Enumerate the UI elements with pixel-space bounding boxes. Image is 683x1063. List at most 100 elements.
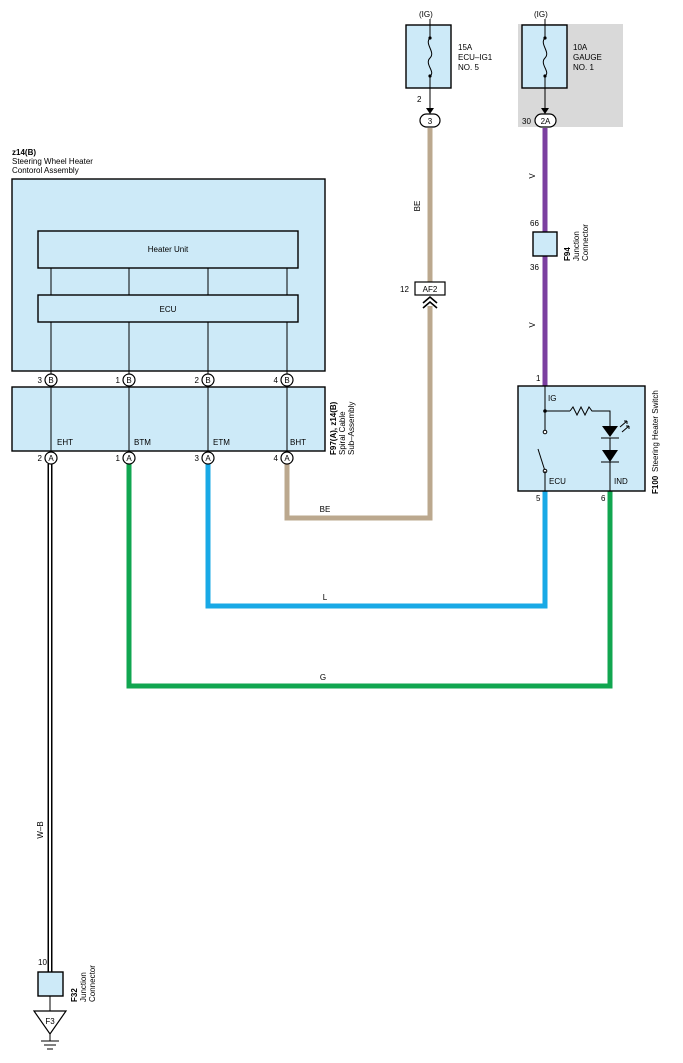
wire-g xyxy=(126,464,613,689)
switch-term-ig: IG xyxy=(548,394,556,403)
heater-pin-4: 4 B xyxy=(274,373,294,387)
fuse-gauge-connector: 2A xyxy=(541,117,551,126)
fuse-gauge-power: (IG) xyxy=(534,10,548,19)
inline-connector-pin: 12 xyxy=(400,285,409,294)
wire-label-v-top: V xyxy=(528,173,537,179)
fuse-ecu-ig1-name: ECU–IG1 xyxy=(458,53,493,62)
inline-connector-chevron-icon xyxy=(422,295,438,309)
fuse-ecu-ig1-icon xyxy=(427,37,433,77)
wire-label-v-bottom: V xyxy=(528,322,537,328)
heater-assembly-code: z14(B) xyxy=(12,148,36,157)
wire-label-be-top: BE xyxy=(413,201,422,212)
junction-f94-name-1: Junction xyxy=(572,231,581,261)
svg-text:4: 4 xyxy=(274,376,279,385)
fuse-ecu-ig1-no: NO. 5 xyxy=(458,63,479,72)
resistor-icon xyxy=(569,405,611,426)
fuse-ecu-ig1-power: (IG) xyxy=(419,10,433,19)
ground-icon xyxy=(41,1040,59,1050)
spiral-pin-1: 2 A xyxy=(38,451,58,465)
svg-text:B: B xyxy=(126,376,131,385)
heater-assembly-body xyxy=(11,178,326,372)
junction-f32-code: F32 xyxy=(70,988,79,1002)
spiral-pin-3: 3 A xyxy=(195,451,215,465)
fuse-gauge-name: GAUGE xyxy=(573,53,602,62)
svg-text:A: A xyxy=(205,454,211,463)
ecu-label: ECU xyxy=(160,305,177,314)
svg-text:1: 1 xyxy=(116,454,121,463)
spiral-cable-code: F97(A), z14(B) xyxy=(329,401,338,455)
junction-f32-body xyxy=(37,971,64,997)
switch-term-ecu: ECU xyxy=(549,477,566,486)
svg-text:1: 1 xyxy=(116,376,121,385)
svg-text:4: 4 xyxy=(274,454,279,463)
fuse-gauge-no: NO. 1 xyxy=(573,63,594,72)
ground-triangle-icon xyxy=(32,1010,68,1036)
svg-text:B: B xyxy=(48,376,53,385)
heater-unit-label: Heater Unit xyxy=(148,245,189,254)
switch-contact-icon xyxy=(537,448,546,472)
junction-f94-code: F94 xyxy=(563,247,572,261)
heater-pin-1: 3 B xyxy=(38,373,58,387)
terminal-eht: EHT xyxy=(57,438,73,447)
switch-code: F100 xyxy=(651,475,660,494)
switch-pin-ind: 6 xyxy=(601,494,606,503)
wire-be-lower xyxy=(284,306,433,521)
spiral-cable-body xyxy=(11,386,326,452)
inline-connector-af2: 12 AF2 xyxy=(400,281,446,309)
switch-pin-ig: 1 xyxy=(536,374,541,383)
junction-f94-name-2: Connector xyxy=(581,224,590,261)
wire-label-l: L xyxy=(323,593,328,602)
junction-f94-pin-bottom: 36 xyxy=(530,263,539,272)
spiral-cable-name-1: Spiral Cable xyxy=(338,411,347,455)
ground: F3 xyxy=(32,1010,68,1050)
junction-f32-name-1: Junction xyxy=(79,972,88,1002)
wire-label-be-bottom: BE xyxy=(320,505,331,514)
fuse-ecu-ig1-connector: 3 xyxy=(428,117,433,126)
svg-text:2: 2 xyxy=(195,376,200,385)
fuse-gauge-icon xyxy=(542,37,548,77)
fuse-gauge-rating: 10A xyxy=(573,43,588,52)
svg-text:A: A xyxy=(48,454,54,463)
steering-heater-switch: 1 IG ECU IND 5 6 F100 Steering Heater Sw… xyxy=(517,374,660,503)
inline-connector-name: AF2 xyxy=(423,285,438,294)
svg-text:B: B xyxy=(205,376,210,385)
spiral-cable: EHT BTM ETM BHT F97(A), z14(B) Spiral Ca… xyxy=(11,386,356,465)
heater-pin-3: 2 B xyxy=(195,373,215,387)
wire-label-g: G xyxy=(320,673,326,682)
svg-text:3: 3 xyxy=(195,454,200,463)
terminal-bht: BHT xyxy=(290,438,306,447)
svg-text:B: B xyxy=(284,376,289,385)
terminal-etm: ETM xyxy=(213,438,230,447)
heater-assembly-name-2: Contorol Assembly xyxy=(12,166,79,175)
terminal-btm: BTM xyxy=(134,438,151,447)
spiral-pin-2: 1 A xyxy=(116,451,136,465)
switch-name: Steering Heater Switch xyxy=(651,390,660,472)
heater-assembly: z14(B) Steering Wheel Heater Contorol As… xyxy=(11,148,326,387)
switch-body xyxy=(517,385,646,492)
fuse-ecu-ig1-body xyxy=(405,24,452,89)
heater-assembly-name-1: Steering Wheel Heater xyxy=(12,157,93,166)
wire-l xyxy=(205,464,548,609)
svg-text:2: 2 xyxy=(38,454,43,463)
heater-pin-2: 1 B xyxy=(116,373,136,387)
fuse-ecu-ig1-rating: 15A xyxy=(458,43,473,52)
spiral-cable-name-2: Sub–Assembly xyxy=(347,402,356,455)
switch-pin-ecu: 5 xyxy=(536,494,541,503)
switch-term-ind: IND xyxy=(614,477,628,486)
diode-icon xyxy=(602,450,618,462)
junction-f32: 10 F32 Junction Connector xyxy=(37,958,97,1011)
heater-unit-box xyxy=(37,230,299,269)
fuse-ecu-ig1: (IG) 15A ECU–IG1 NO. 5 2 3 xyxy=(405,10,493,128)
fuse-gauge: (IG) 10A GAUGE NO. 1 30 2A xyxy=(521,10,602,128)
ground-label: F3 xyxy=(45,1017,55,1026)
fuse-ecu-ig1-pin: 2 xyxy=(417,95,422,104)
svg-text:A: A xyxy=(126,454,132,463)
junction-f94-body xyxy=(532,231,558,257)
led-icon xyxy=(602,426,618,437)
ecu-box xyxy=(37,294,299,323)
junction-f32-pin-top: 10 xyxy=(38,958,47,967)
junction-f94-pin-top: 66 xyxy=(530,219,539,228)
spiral-pin-4: 4 A xyxy=(274,451,294,465)
junction-f32-name-2: Connector xyxy=(88,965,97,1002)
